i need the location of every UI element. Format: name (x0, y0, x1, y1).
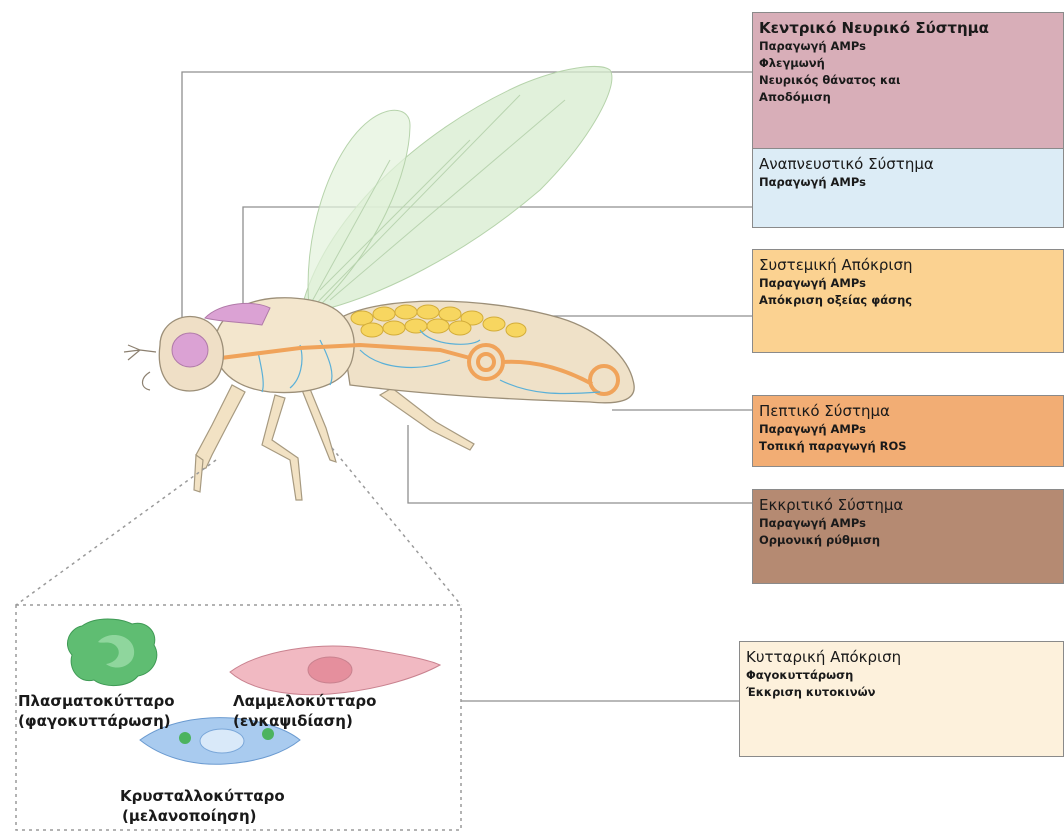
lamellocyte-role: (ενκαψιδίαση) (233, 711, 376, 731)
digestive-item-2: Τοπική παραγωγή ROS (759, 438, 1059, 455)
plasmatocyte-role: (φαγοκυττάρωση) (18, 711, 175, 731)
lamellocyte-cell (230, 646, 440, 695)
fly-head (124, 317, 223, 391)
fly-legs (194, 384, 474, 500)
cns-item-1: Παραγωγή AMPs (759, 38, 1059, 55)
box-systemic-response: Συστεμική Απόκριση Παραγωγή AMPs Απόκρισ… (752, 249, 1064, 353)
box-digestive-system: Πεπτικό Σύστημα Παραγωγή AMPs Τοπική παρ… (752, 395, 1064, 467)
systemic-title: Συστεμική Απόκριση (759, 256, 1059, 275)
plasmatocyte-label: Πλασματοκύτταρο (φαγοκυττάρωση) (18, 691, 175, 731)
cns-title: Κεντρικό Νευρικό Σύστημα (759, 19, 1059, 38)
plasmatocyte-cell (67, 619, 156, 686)
lamellocyte-name: Λαμμελοκύτταρο (233, 691, 376, 711)
inset-guides (16, 448, 461, 605)
cns-item-2: Φλεγμωνή (759, 55, 1059, 72)
excretory-item-2: Ορμονική ρύθμιση (759, 532, 1059, 549)
crystal-cell-label: Κρυσταλλοκύτταρο (μελανοποίηση) (120, 786, 285, 826)
lamellocyte-label: Λαμμελοκύτταρο (ενκαψιδίαση) (233, 691, 376, 731)
fly-wings (300, 66, 612, 315)
leader-line-systemic (548, 316, 752, 318)
crystal-cell-role: (μελανοποίηση) (120, 806, 285, 826)
systemic-item-1: Παραγωγή AMPs (759, 275, 1059, 292)
cellular-title: Κυτταρική Απόκριση (746, 648, 1059, 667)
crystal-cell-name: Κρυσταλλοκύτταρο (120, 786, 285, 806)
brain (172, 333, 208, 367)
excretory-title: Εκκριτικό Σύστημα (759, 496, 1059, 515)
cellular-item-1: Φαγοκυττάρωση (746, 667, 1059, 684)
cns-item-4: Αποδόμιση (759, 89, 1059, 106)
respiratory-item-1: Παραγωγή AMPs (759, 174, 1059, 191)
cns-item-3: Νευρικός θάνατος και (759, 72, 1059, 89)
excretory-item-1: Παραγωγή AMPs (759, 515, 1059, 532)
digestive-item-1: Παραγωγή AMPs (759, 421, 1059, 438)
digestive-title: Πεπτικό Σύστημα (759, 402, 1059, 421)
box-respiratory-system: Αναπνευστικό Σύστημα Παραγωγή AMPs (752, 148, 1064, 228)
cellular-item-2: Έκκριση κυτοκινών (746, 684, 1059, 701)
systemic-item-2: Απόκριση οξείας φάσης (759, 292, 1059, 309)
box-cellular-response: Κυτταρική Απόκριση Φαγοκυττάρωση Έκκριση… (739, 641, 1064, 757)
plasmatocyte-name: Πλασματοκύτταρο (18, 691, 175, 711)
box-excretory-system: Εκκριτικό Σύστημα Παραγωγή AMPs Ορμονική… (752, 489, 1064, 584)
respiratory-title: Αναπνευστικό Σύστημα (759, 155, 1059, 174)
box-central-nervous-system: Κεντρικό Νευρικό Σύστημα Παραγωγή AMPs Φ… (752, 12, 1064, 152)
